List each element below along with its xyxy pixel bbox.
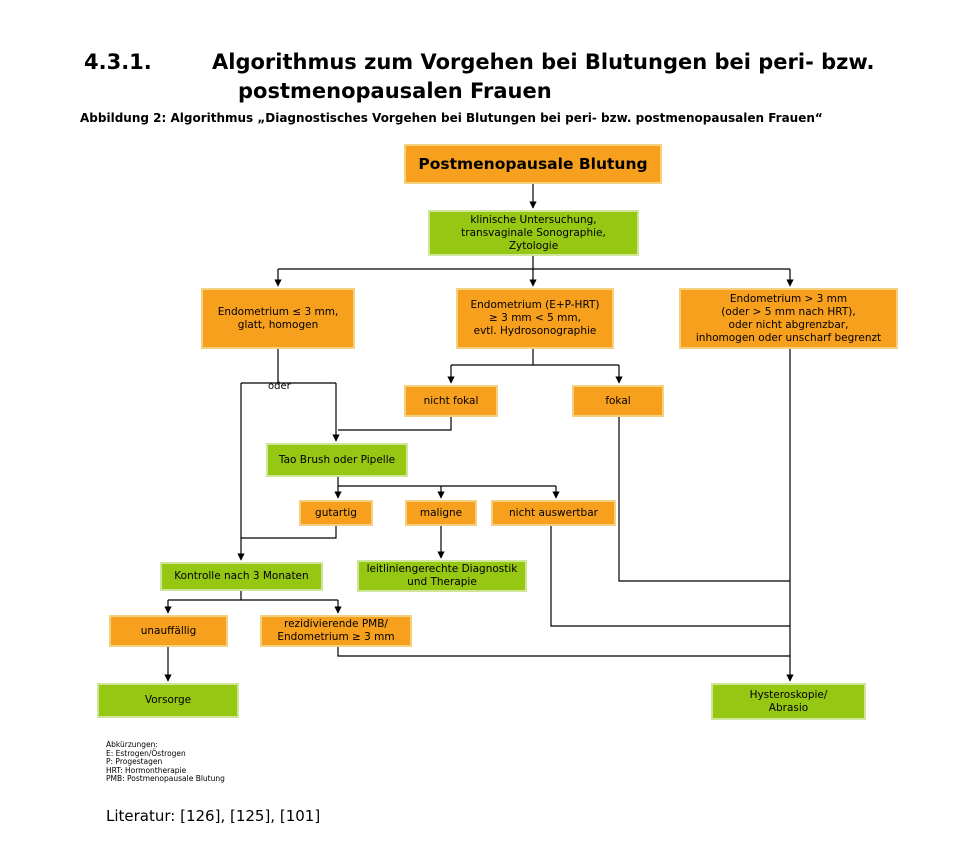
connector-endo-mid-fokal (451, 349, 619, 366)
node-hysteroskopie: Hysteroskopie/ Abrasio (711, 683, 866, 720)
section-title-line1: Algorithmus zum Vorgehen bei Blutungen b… (212, 50, 875, 74)
node-endometrium-large: Endometrium > 3 mm (oder > 5 mm nach HRT… (679, 288, 898, 349)
node-endometrium-small: Endometrium ≤ 3 mm, glatt, homogen (201, 288, 355, 349)
connector-endo-small-oder (241, 349, 336, 384)
connector-nicht-auswertbar-hysteroskopie (550, 526, 790, 627)
abbreviations-block: Abkürzungen: E: Estrogen/Östrogen P: Pro… (106, 740, 225, 784)
node-vorsorge: Vorsorge (97, 683, 239, 718)
node-nicht-auswertbar: nicht auswertbar (491, 500, 616, 526)
node-rezidiv: rezidivierende PMB/ Endometrium ≥ 3 mm (260, 615, 412, 647)
node-untersuchung: klinische Untersuchung, transvaginale So… (428, 210, 639, 256)
label-oder: oder (268, 381, 291, 392)
node-postmenopausale-blutung: Postmenopausale Blutung (404, 144, 662, 184)
node-unauffaellig: unauffällig (109, 615, 228, 647)
connector-kontrolle-split (168, 591, 338, 601)
node-endometrium-mid: Endometrium (E+P-HRT) ≥ 3 mm < 5 mm, evt… (456, 288, 614, 349)
literature-reference: Literatur: [126], [125], [101] (106, 807, 321, 825)
abbreviation-item: PMB: Postmenopausale Blutung (106, 774, 225, 784)
node-nicht-fokal: nicht fokal (404, 385, 498, 417)
section-title-line2: postmenopausalen Frauen (238, 79, 552, 103)
abbreviation-item: HRT: Hormontherapie (106, 765, 187, 775)
node-fokal: fokal (572, 385, 664, 417)
connector-fokal-hysteroskopie (618, 417, 790, 582)
abbreviation-item: E: Estrogen/Östrogen (106, 748, 186, 758)
connector-gutartig-kontrolle (241, 526, 337, 539)
node-leitlinie: leitliniengerechte Diagnostik und Therap… (357, 560, 527, 592)
abbreviations-heading: Abkürzungen: (106, 740, 158, 749)
connector-tao-results (337, 477, 556, 487)
connector-exam-branches (278, 256, 790, 270)
connector-rezidiv-hysteroskopie (337, 647, 790, 657)
figure-caption: Abbildung 2: Algorithmus „Diagnostisches… (80, 111, 823, 125)
abbreviation-item: P: Progestagen (106, 757, 163, 767)
section-number: 4.3.1. (84, 50, 152, 74)
node-gutartig: gutartig (299, 500, 373, 526)
node-kontrolle: Kontrolle nach 3 Monaten (160, 562, 323, 591)
node-maligne: maligne (405, 500, 477, 526)
connector-nicht-fokal-tao (338, 417, 452, 431)
node-tao-brush: Tao Brush oder Pipelle (266, 443, 408, 477)
